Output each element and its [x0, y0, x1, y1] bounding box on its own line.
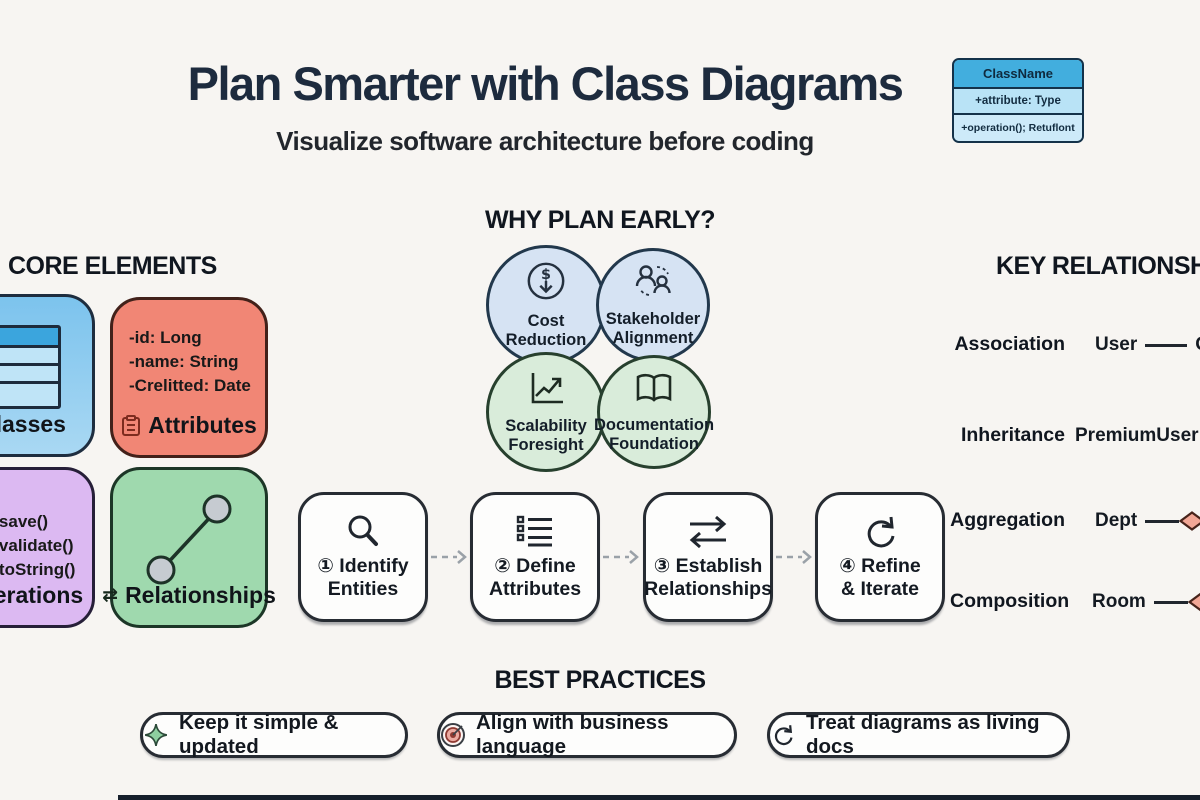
- attribute-line: -name: String: [129, 351, 239, 371]
- core-box-label: Operations: [0, 582, 84, 608]
- process-step-establish-relationships: ③ Establish Relationships: [643, 492, 773, 622]
- page-subtitle: Visualize software architecture before c…: [276, 126, 814, 156]
- class-diagram-icon: [0, 325, 61, 409]
- operation-line: +toString(): [0, 559, 76, 579]
- attribute-line: -id: Long: [129, 328, 202, 347]
- uml-attribute-row: +attribute: Type: [954, 89, 1082, 115]
- process-step-identify-entities: ① Identify Entities: [298, 492, 428, 622]
- checklist-icon: [512, 509, 558, 555]
- diamond-icon: [1179, 511, 1200, 531]
- flow-arrow-icon: [775, 549, 813, 570]
- operation-line: +save(): [0, 512, 49, 531]
- attribute-line: -Crelitted: Date: [129, 375, 251, 395]
- relationship-from: Dept: [1095, 510, 1138, 531]
- best-practice-pill: Keep it simple & updated: [140, 711, 408, 758]
- core-box-attributes: -id: Long -name: String -Crelitted: Date…: [110, 297, 268, 458]
- svg-text:$: $: [541, 267, 551, 283]
- relationship-from: PremiumUser: [1075, 425, 1199, 446]
- relationship-row-composition: Composition Room H: [950, 590, 1200, 620]
- core-elements-heading: CORE ELEMENTS: [8, 252, 217, 280]
- flow-arrow-icon: [430, 549, 468, 570]
- core-box-relationships: ⇄ Relationships: [102, 467, 276, 628]
- core-box-operations: +save() +validate() +toString() Operatio…: [0, 467, 95, 628]
- operation-examples: +save() +validate() +toString(): [0, 510, 75, 581]
- key-relationships-heading: KEY RELATIONSHIPS: [996, 252, 1200, 280]
- people-icon: [631, 262, 675, 305]
- target-icon: [440, 722, 466, 748]
- core-box-label: Attributes: [113, 412, 265, 439]
- core-box-label: Classes: [0, 411, 66, 437]
- attribute-examples: -id: Long -name: String -Crelitted: Date: [129, 326, 251, 397]
- relationship-from: Room: [1092, 591, 1146, 612]
- process-step-define-attributes: ② Define Attributes: [470, 492, 600, 622]
- process-step-refine-iterate: ④ Refine & Iterate: [815, 492, 945, 622]
- best-practice-pill: Align with business language: [437, 711, 737, 758]
- flow-arrow-icon: [602, 549, 640, 570]
- relationship-row-association: Association User O: [950, 333, 1200, 363]
- relationship-row-inheritance: Inheritance PremiumUser: [960, 424, 1199, 446]
- page-title: Plan Smarter with Class Diagrams: [187, 57, 904, 110]
- swap-arrows-icon: [684, 509, 732, 555]
- relationship-from: User: [1095, 334, 1138, 355]
- relationship-row-aggregation: Aggregation Dept Em: [950, 509, 1200, 539]
- uml-operation-row: +operation(); Retuflont: [954, 115, 1082, 141]
- clipboard-icon: [121, 414, 141, 437]
- aggregation-line: [1145, 519, 1180, 523]
- sparkle-icon: [143, 722, 169, 748]
- benefit-scalability-foresight: Scalability Foresight: [486, 352, 606, 472]
- diamond-icon: [1187, 592, 1200, 612]
- core-box-classes: Classes: [0, 294, 95, 457]
- why-plan-early-heading: WHY PLAN EARLY?: [484, 206, 716, 234]
- core-box-label: ⇄ Relationships: [102, 582, 276, 608]
- best-practice-pill: Treat diagrams as living docs: [767, 711, 1070, 758]
- composition-line: [1153, 600, 1188, 604]
- operation-line: +validate(): [0, 535, 74, 555]
- bottom-accent-bar: [118, 795, 1200, 800]
- association-line: [1145, 343, 1188, 347]
- benefit-documentation-foundation: Documentation Foundation: [594, 355, 714, 469]
- uml-class-card: ClassName +attribute: Type +operation();…: [952, 58, 1084, 143]
- refresh-icon: [860, 509, 900, 555]
- benefit-stakeholder-alignment: Stakeholder Alignment: [596, 248, 710, 362]
- link-nodes-icon: [113, 484, 265, 592]
- open-book-icon: [632, 370, 676, 411]
- growth-chart-icon: [525, 369, 567, 412]
- swap-arrows-glyph: ⇄: [102, 585, 119, 606]
- uml-class-name: ClassName: [954, 60, 1082, 89]
- dollar-decrease-icon: $: [525, 260, 567, 307]
- magnifier-icon: [343, 509, 383, 555]
- benefit-cost-reduction: $ Cost Reduction: [486, 245, 606, 365]
- relationship-to: O: [1195, 334, 1200, 356]
- refresh-icon: [770, 722, 796, 748]
- best-practices-heading: BEST PRACTICES: [494, 666, 706, 694]
